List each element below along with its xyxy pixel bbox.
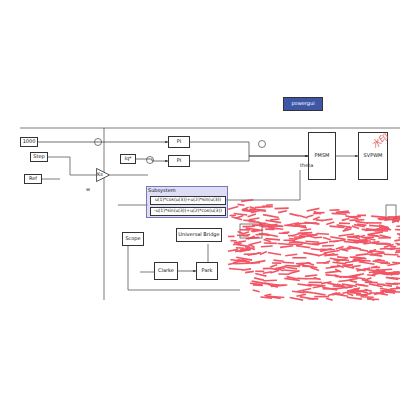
sum-symbol (259, 141, 266, 148)
signal-wire (226, 170, 300, 200)
block-label: 1000 (23, 139, 36, 145)
signal-name: w (86, 186, 90, 192)
block-label: u(1)*cos(u(3))+u(2)*sin(u(3)) (155, 198, 221, 203)
sum-symbol (147, 157, 154, 164)
block-box: PMSM (308, 132, 336, 180)
block-box: u(1)*cos(u(3))+u(2)*sin(u(3)) (150, 196, 226, 205)
frame-line (20, 128, 400, 129)
block-box: Ref (24, 174, 42, 184)
block-box: Park (196, 262, 218, 280)
signal-connector (178, 271, 196, 272)
signal-name: theta (300, 162, 313, 168)
block-label: PMSM (315, 153, 330, 159)
gain-block: Ks (96, 168, 110, 182)
block-label: Ks (97, 172, 103, 178)
signal-connector (38, 142, 168, 143)
signal-connector (336, 156, 358, 157)
block-box: Iq* (120, 154, 136, 164)
block-label: Iq* (124, 156, 131, 162)
block-label: Park (202, 268, 213, 274)
feedback-wire (104, 128, 105, 300)
block-label: PI (177, 158, 182, 164)
block-label: Clarke (158, 268, 174, 274)
signal-connector (190, 156, 308, 161)
block-label: -u(1)*sin(u(3))+u(2)*cos(u(3)) (154, 209, 222, 214)
block-box: PI (168, 136, 190, 148)
signal-wire (42, 179, 60, 180)
block-box: powergui (283, 97, 323, 111)
block-label: Universal Bridge (178, 232, 219, 238)
block-label: Subsystem (148, 188, 176, 194)
block-box: Step (30, 152, 48, 162)
block-label: PI (177, 139, 182, 145)
signal-connector (190, 142, 308, 156)
block-label: Ref (29, 176, 37, 182)
block-label: Scope (125, 236, 140, 242)
block-label: SVPWM (364, 153, 383, 159)
subsystem-box: Subsystem u(1)*cos(u(3))+u(2)*sin(u(3)) -u… (146, 186, 228, 218)
block-box: Scope (122, 232, 144, 246)
block-box: Clarke (154, 262, 178, 280)
signal-wire (48, 157, 96, 175)
signal-wire (110, 175, 148, 176)
block-box: -u(1)*sin(u(3))+u(2)*cos(u(3)) (150, 207, 226, 216)
block-box: Universal Bridge (176, 228, 222, 242)
signal-wire (118, 205, 148, 206)
block-box: 1000 (20, 137, 38, 147)
block-box: PI (168, 155, 190, 167)
block-label: powergui (291, 101, 314, 107)
block-label: Step (33, 154, 44, 160)
signal-connector (136, 159, 168, 161)
signal-wire (208, 244, 209, 262)
signal-wire (128, 246, 240, 290)
